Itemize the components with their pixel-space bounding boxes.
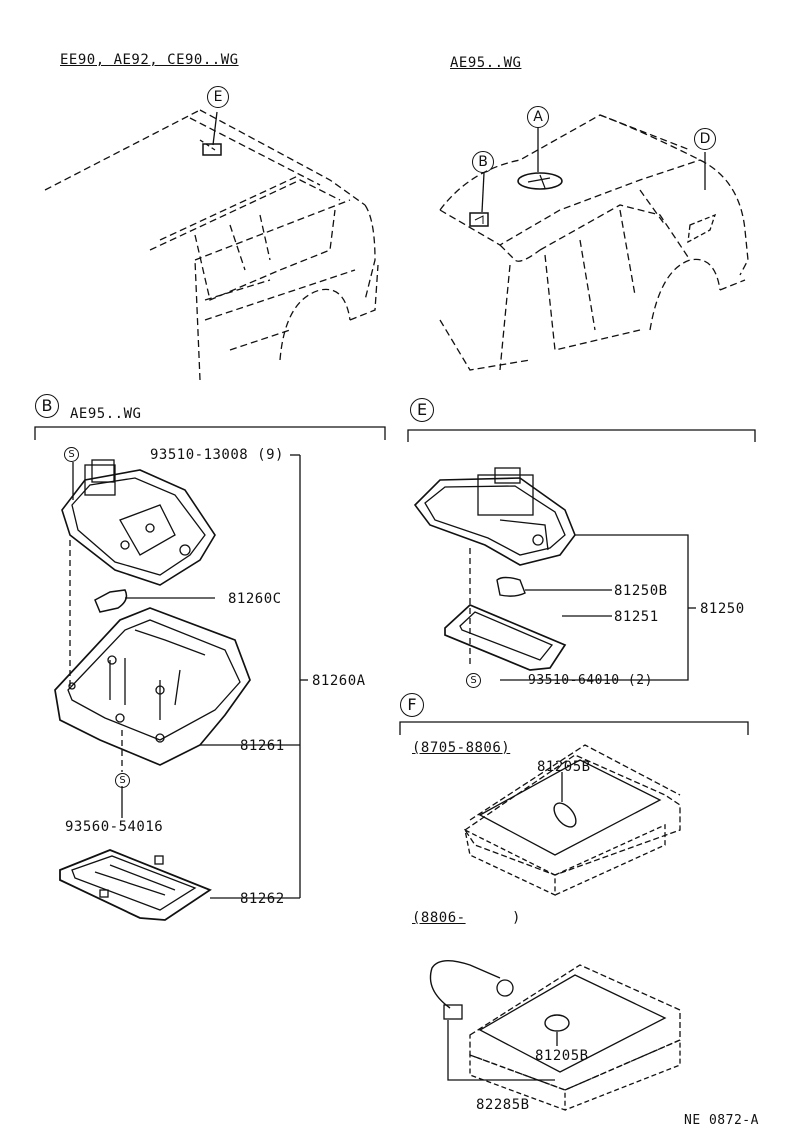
range-8806-close: ) (512, 910, 521, 926)
part-81262: 81262 (240, 891, 285, 907)
callout-d: D (694, 128, 716, 150)
section-f-drawing (399, 721, 749, 1111)
part-93510-13008: 93510-13008 (9) (150, 447, 284, 463)
range-8705-8806: (8705-8806) (412, 740, 511, 756)
part-81250: 81250 (700, 601, 745, 617)
section-b-title: AE95..WG (70, 406, 142, 422)
section-b-drawing (34, 426, 386, 921)
part-81260a: 81260A (312, 673, 366, 689)
right-view-title: AE95..WG (450, 55, 522, 71)
screw-symbol-b1: S (64, 447, 79, 462)
section-e-drawing (407, 429, 756, 681)
callout-a: A (527, 106, 549, 128)
part-81250b: 81250B (614, 583, 668, 599)
callout-b-top: B (472, 151, 494, 173)
left-view-title: EE90, AE92, CE90..WG (60, 52, 239, 68)
part-81261: 81261 (240, 738, 285, 754)
callout-e-top: E (207, 86, 229, 108)
car-left-drawing (44, 109, 379, 381)
section-e-label: E (410, 398, 434, 422)
section-f-label: F (400, 693, 424, 717)
part-93560-54016: 93560-54016 (65, 819, 164, 835)
part-81251: 81251 (614, 609, 659, 625)
screw-symbol-e: S (466, 673, 481, 688)
part-82285b: 82285B (476, 1097, 530, 1113)
range-8806: (8806- (412, 910, 466, 926)
part-81260c: 81260C (228, 591, 282, 607)
screw-symbol-b2: S (115, 773, 130, 788)
section-b-label: B (35, 394, 59, 418)
figure-code: NE 0872-A (684, 1113, 759, 1128)
part-93510-64010: 93510-64010 (2) (528, 673, 653, 688)
part-81205b-lower: 81205B (535, 1048, 589, 1064)
part-81205b-upper: 81205B (537, 759, 591, 775)
car-right-drawing (439, 114, 749, 371)
